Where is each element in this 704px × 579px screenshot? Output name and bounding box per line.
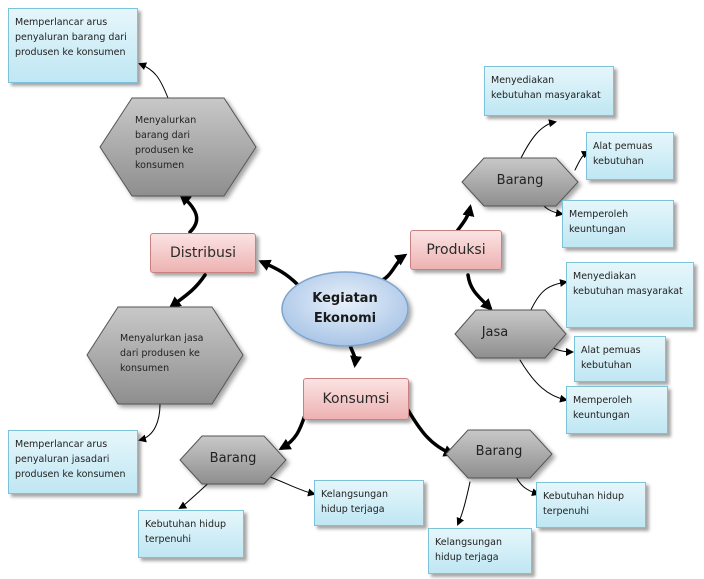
hex-produksi-barang-label: Barang bbox=[496, 173, 544, 188]
arrow-center-to-distribusi bbox=[258, 259, 300, 287]
arrow-distribusi-to-hex-top bbox=[179, 193, 199, 234]
box-produksi-barang-2: Alat pemuas kebutuhan bbox=[586, 132, 674, 180]
center-ellipse bbox=[281, 271, 409, 347]
arrow-hex-top-to-box-top bbox=[138, 62, 169, 99]
box-konsumsi-right-2: Kelangsungan hidup terjaga bbox=[428, 528, 532, 574]
arrow-konsumsi-to-barang-right bbox=[406, 408, 456, 457]
hexagon-produksi-barang bbox=[461, 157, 579, 207]
box-produksi-jasa-2: Alat pemuas kebutuhan bbox=[574, 336, 666, 382]
hex-distribusi-barang-label: Menyalurkan barang dari produsen ke kons… bbox=[135, 115, 197, 171]
box-produksi-barang-3: Memperoleh keuntungan bbox=[562, 200, 674, 248]
arrow-konsumsi-to-barang-left bbox=[278, 413, 307, 450]
hexagon-distribusi-jasa bbox=[86, 306, 244, 405]
box-produksi-jasa-1: Menyediakan kebutuhan masyarakat bbox=[566, 262, 694, 328]
box-produksi-jasa-3: Memperoleh keuntungan bbox=[566, 386, 668, 434]
box-konsumsi-left-1: Kebutuhan hidup terpenuhi bbox=[138, 510, 244, 558]
box-produksi-barang-1: Menyediakan kebutuhan masyarakat bbox=[484, 66, 614, 116]
hex-konsumsi-barang-left-label: Barang bbox=[209, 451, 257, 466]
arrow-produksi-to-jasa bbox=[466, 273, 493, 311]
arrow-center-to-produksi bbox=[376, 253, 408, 284]
arrow-center-to-konsumsi bbox=[348, 343, 362, 368]
arrow-barang-to-item1 bbox=[519, 119, 557, 161]
category-konsumsi: Konsumsi bbox=[303, 378, 409, 420]
center-label: Kegiatan Ekonomi bbox=[282, 289, 408, 329]
hex-konsumsi-barang-right-label: Barang bbox=[475, 444, 523, 459]
hex-distribusi-jasa-label: Menyalurkan jasa dari produsen ke konsum… bbox=[120, 333, 204, 374]
category-distribusi: Distribusi bbox=[150, 233, 256, 273]
box-distribusi-barang: Memperlancar arus penyaluran barang dari… bbox=[8, 8, 138, 83]
hexagon-konsumsi-barang-right bbox=[445, 429, 553, 479]
hexagon-konsumsi-barang-left bbox=[179, 435, 287, 485]
category-produksi: Produksi bbox=[410, 230, 502, 270]
arrow-jasa-to-item3 bbox=[519, 359, 568, 403]
box-konsumsi-left-2: Kelangsungan hidup terjaga bbox=[314, 480, 424, 526]
hexagon-distribusi-barang bbox=[99, 97, 257, 197]
arrow-hex-bottom-to-box-bottom bbox=[138, 403, 161, 443]
box-distribusi-jasa: Memperlancar arus penyaluran jasadari pr… bbox=[8, 430, 138, 494]
hexagon-produksi-jasa bbox=[454, 309, 567, 359]
arrow-barang-right-to-item2 bbox=[456, 481, 471, 526]
box-konsumsi-right-1: Kebutuhan hidup terpenuhi bbox=[536, 482, 646, 528]
arrow-jasa-to-item1 bbox=[529, 279, 568, 313]
center-label-line2: Ekonomi bbox=[313, 311, 377, 326]
hex-produksi-jasa-label: Jasa bbox=[481, 325, 509, 340]
center-label-line1: Kegiatan bbox=[312, 291, 378, 306]
arrow-distribusi-to-hex-bottom bbox=[168, 273, 207, 309]
